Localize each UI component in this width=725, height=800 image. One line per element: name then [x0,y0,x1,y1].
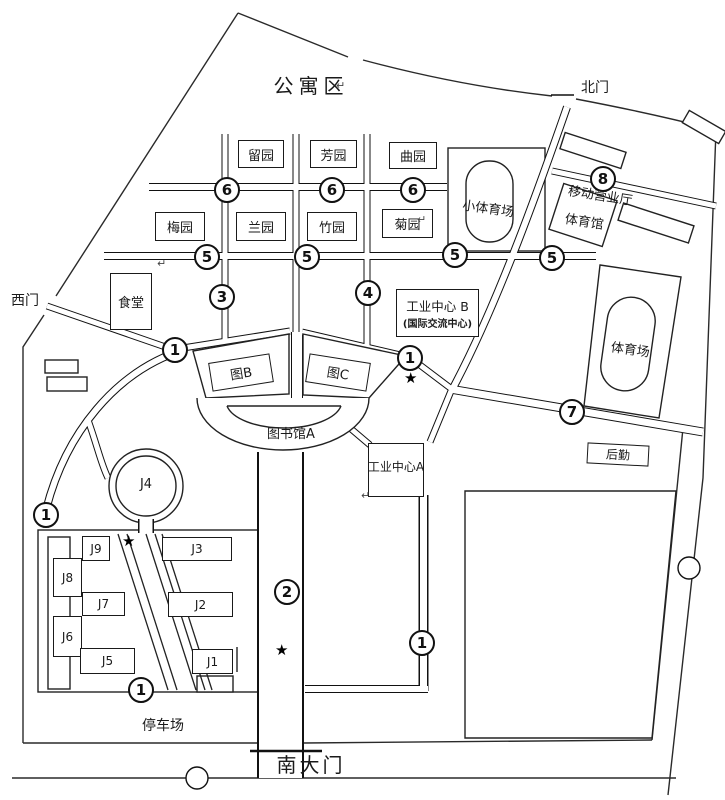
route-2-marker: 2 [274,579,300,605]
j3-box: J3 [162,537,232,561]
garden-zhu-box: 竹园 [307,212,357,241]
small-sports-track [465,160,514,243]
west-small-building-1 [44,359,79,374]
route-3-marker: 3 [209,284,235,310]
south-gate-label: 南大门 [276,753,346,777]
j6-box: J6 [53,616,82,657]
garden-liu-box: 留园 [238,140,284,168]
route-8-marker: 8 [590,166,616,192]
j1-box: J1 [192,649,233,674]
route-5-marker-2: 5 [294,244,320,270]
industry-center-b-box: 工业中心 B (国际交流中心) [396,289,479,337]
sports-field-track [600,296,656,392]
j4-ring [108,448,184,524]
garden-lan-box: 兰园 [236,212,286,241]
star-marker-plaza: ★ [404,369,418,387]
west-small-building-2 [46,376,88,392]
garden-mei-box: 梅园 [155,212,205,241]
tilted-building-2 [617,202,695,244]
route-1-marker-jblock: 1 [128,677,154,703]
route-1-marker-southeast: 1 [409,630,435,656]
route-1-marker-plaza-west: 1 [162,337,188,363]
route-1-marker-plaza-east: 1 [397,345,423,371]
j9-box: J9 [82,536,110,561]
route-4-marker: 4 [355,280,381,306]
j5-box: J5 [80,648,135,674]
return-mark-2: ↵ [417,213,427,226]
apartment-area-label: 公寓区 [273,74,349,98]
garden-ju-box: 菊园 [382,209,433,238]
route-6-marker-2: 6 [319,177,345,203]
return-mark-3: ↵ [157,257,167,270]
tilted-building-1 [559,131,627,170]
j1-annex [196,675,234,693]
star-marker-south-road: ★ [275,641,289,659]
j2-box: J2 [168,592,233,617]
route-6-marker-1: 6 [214,177,240,203]
garden-qu-box: 曲园 [389,142,437,169]
library-a-inner-arc [226,405,342,429]
j4-label: J4 [139,477,153,492]
southeast-block [464,490,677,739]
route-5-marker-1: 5 [194,244,220,270]
gate-marks [185,94,701,790]
east-road-circle [677,556,701,580]
return-mark-1: ↵ [336,79,346,92]
j8-box: J8 [53,558,82,597]
garden-fang-box: 芳园 [310,140,357,168]
industry-center-b-sublabel: (国际交流中心) [402,319,473,330]
route-1-marker-southwest: 1 [33,502,59,528]
j7-box: J7 [82,592,125,616]
industry-center-a-label: 工业中心A [367,460,425,474]
return-mark-4: ↵ [361,489,371,502]
industry-center-b-label: 工业中心 B [406,299,469,314]
gymnasium-building [548,182,618,248]
south-road-circle [185,766,209,790]
route-5-marker-3: 5 [442,242,468,268]
tilted-building-3 [681,109,725,145]
building-blocks [37,109,725,739]
parking-lot-label: 停车场 [142,718,184,734]
library-a-label: 图书馆A [267,427,315,442]
north-gate-label: 北门 [581,80,609,96]
star-marker-jblock: ★ [122,532,136,550]
canteen-box: 食堂 [110,273,152,330]
route-7-marker: 7 [559,399,585,425]
route-5-marker-4: 5 [539,245,565,271]
industry-center-a-box [368,443,424,497]
west-gate-label: 西门 [11,293,39,309]
logistics-box: 后勤 [586,442,650,467]
route-6-marker-3: 6 [400,177,426,203]
